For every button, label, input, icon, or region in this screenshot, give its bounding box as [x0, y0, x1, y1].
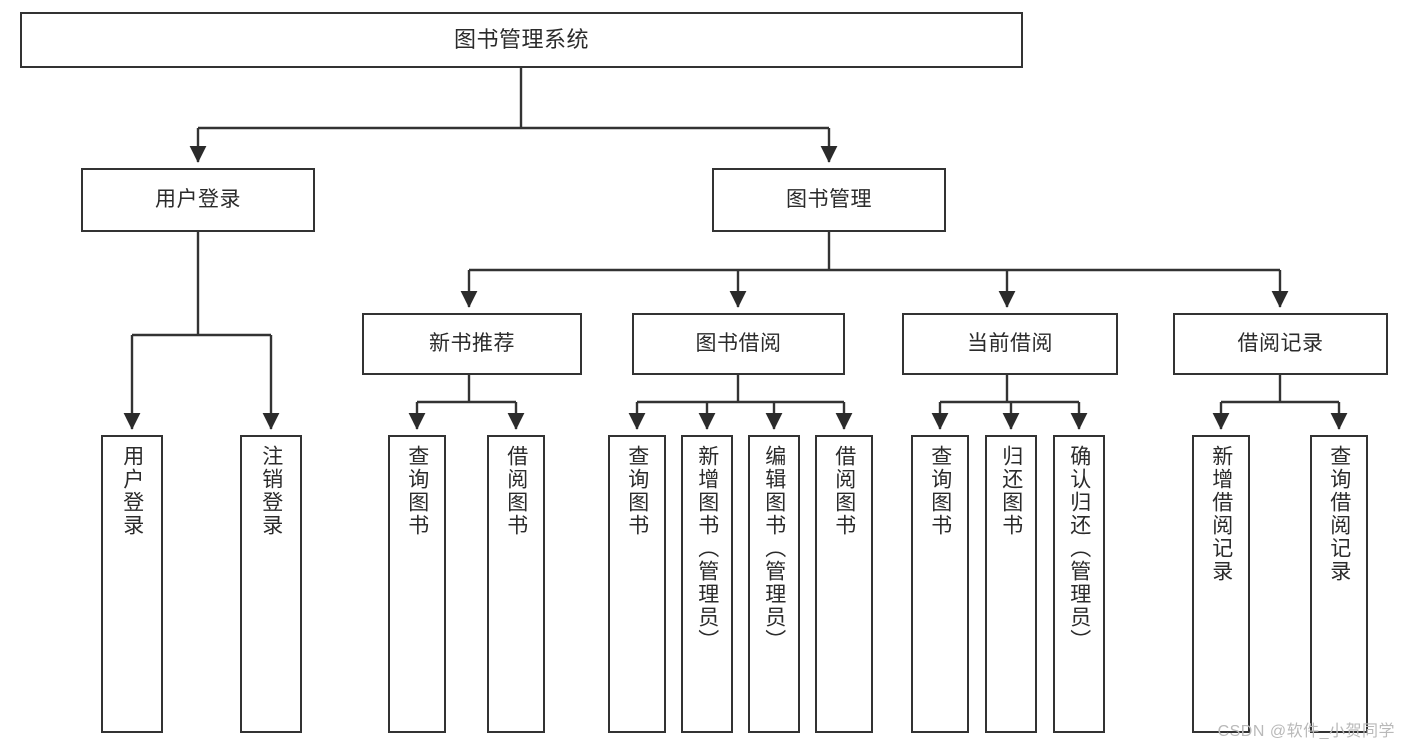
- node-leaf-borrow-book-1[interactable]: 借阅图书: [487, 435, 545, 733]
- node-leaf-edit-book-label: 编辑图书（管理员）: [762, 445, 786, 652]
- node-leaf-return-book-label: 归还图书: [999, 445, 1023, 537]
- node-leaf-return-book[interactable]: 归还图书: [985, 435, 1037, 733]
- node-book-manage-label: 图书管理: [786, 187, 872, 211]
- node-borrow-record[interactable]: 借阅记录: [1173, 313, 1388, 375]
- node-root-label: 图书管理系统: [453, 27, 589, 53]
- node-leaf-borrow-book-2-label: 借阅图书: [832, 445, 856, 537]
- node-leaf-add-record[interactable]: 新增借阅记录: [1192, 435, 1250, 733]
- node-leaf-add-book[interactable]: 新增图书（管理员）: [681, 435, 733, 733]
- node-leaf-query-record[interactable]: 查询借阅记录: [1310, 435, 1368, 733]
- node-current-borrow[interactable]: 当前借阅: [902, 313, 1118, 375]
- node-new-book-rec-label: 新书推荐: [429, 331, 515, 355]
- node-user-login[interactable]: 用户登录: [81, 168, 315, 232]
- node-leaf-query-book-2-label: 查询图书: [625, 445, 649, 537]
- node-current-borrow-label: 当前借阅: [967, 331, 1053, 355]
- node-leaf-add-record-label: 新增借阅记录: [1209, 445, 1233, 583]
- node-new-book-rec[interactable]: 新书推荐: [362, 313, 582, 375]
- node-leaf-borrow-book-1-label: 借阅图书: [504, 445, 528, 537]
- node-leaf-query-book-3[interactable]: 查询图书: [911, 435, 969, 733]
- node-leaf-logout[interactable]: 注销登录: [240, 435, 302, 733]
- node-leaf-query-book-1[interactable]: 查询图书: [388, 435, 446, 733]
- node-leaf-query-record-label: 查询借阅记录: [1327, 445, 1351, 583]
- node-root[interactable]: 图书管理系统: [20, 12, 1023, 68]
- node-leaf-logout-label: 注销登录: [259, 445, 283, 537]
- node-book-borrow-label: 图书借阅: [695, 331, 782, 355]
- node-user-login-label: 用户登录: [155, 187, 241, 211]
- node-leaf-query-book-3-label: 查询图书: [928, 445, 952, 537]
- node-leaf-confirm-return-label: 确认归还（管理员）: [1067, 445, 1091, 652]
- node-borrow-record-label: 借阅记录: [1237, 331, 1324, 355]
- node-book-manage[interactable]: 图书管理: [712, 168, 946, 232]
- node-leaf-confirm-return[interactable]: 确认归还（管理员）: [1053, 435, 1105, 733]
- node-leaf-user-login-label: 用户登录: [120, 445, 144, 537]
- node-book-borrow[interactable]: 图书借阅: [632, 313, 845, 375]
- node-leaf-borrow-book-2[interactable]: 借阅图书: [815, 435, 873, 733]
- node-leaf-edit-book[interactable]: 编辑图书（管理员）: [748, 435, 800, 733]
- node-leaf-user-login[interactable]: 用户登录: [101, 435, 163, 733]
- node-leaf-add-book-label: 新增图书（管理员）: [695, 445, 719, 652]
- watermark: CSDN @软件_小贺同学: [1217, 723, 1395, 740]
- node-leaf-query-book-2[interactable]: 查询图书: [608, 435, 666, 733]
- node-leaf-query-book-1-label: 查询图书: [405, 445, 429, 537]
